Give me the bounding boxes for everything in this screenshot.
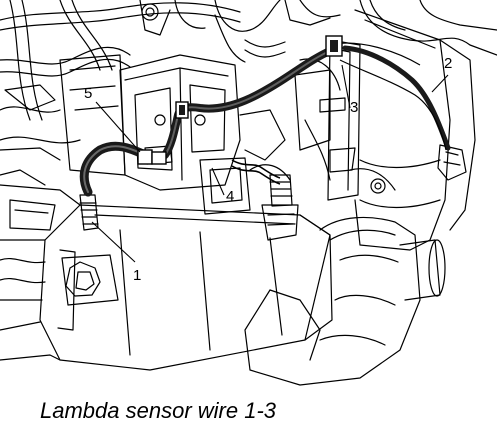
figure-caption: Lambda sensor wire 1-3 <box>40 398 277 423</box>
leader-line-2 <box>431 74 449 93</box>
mounting-bracket <box>294 39 361 201</box>
leader-line-1 <box>91 221 136 263</box>
lambda-sensor-fittings <box>79 144 467 241</box>
callout-1: 1 <box>133 267 141 284</box>
catalytic-converter <box>0 184 333 371</box>
callout-5: 5 <box>84 85 92 102</box>
callout-4: 4 <box>226 188 234 205</box>
callout-2: 2 <box>444 55 452 72</box>
lambda-sensor-wire <box>79 35 451 197</box>
engine-bay-illustration: 1 2 3 4 5 <box>0 0 497 386</box>
background-hoses <box>0 0 497 186</box>
leader-line-3 <box>341 64 351 109</box>
leader-line-5 <box>95 101 141 153</box>
callout-3: 3 <box>350 99 358 116</box>
leader-lines <box>91 64 449 263</box>
leader-line-4 <box>211 167 225 196</box>
exhaust-muffler <box>244 216 446 386</box>
engine-bay-drawing: 1 2 3 4 5 <box>0 0 497 386</box>
right-housing <box>349 9 476 251</box>
control-unit <box>59 54 291 215</box>
